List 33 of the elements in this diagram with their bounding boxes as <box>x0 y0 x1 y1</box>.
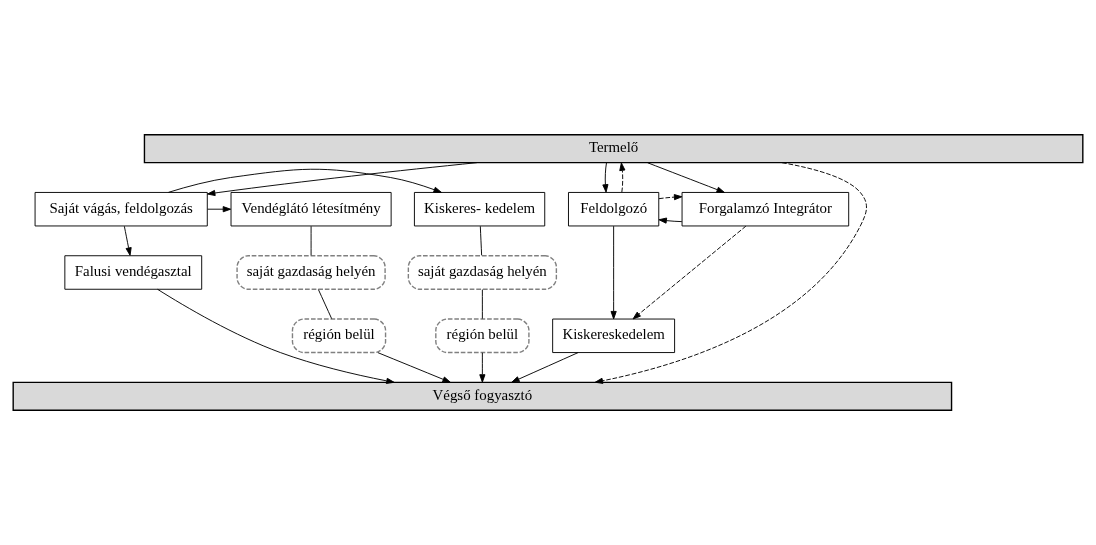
node-box: Kiskereskedelem <box>552 318 676 354</box>
arrow <box>594 162 867 384</box>
node-box: Feldolgozó <box>568 191 660 227</box>
node-box: régión belül <box>291 318 387 354</box>
connector <box>317 289 333 320</box>
arrow <box>619 162 626 193</box>
node-box: régión belül <box>435 318 530 354</box>
arrow <box>647 162 725 193</box>
node-box: Falusi vendégasztal <box>64 255 203 290</box>
node-box: Végső fogyasztó <box>12 381 953 411</box>
connector <box>310 225 312 256</box>
node-box: saját gazdaság helyén <box>236 255 386 290</box>
connector <box>481 289 483 320</box>
arrow <box>632 225 747 320</box>
connector <box>479 225 483 256</box>
node-box: Saját vágás, feldolgozás <box>34 191 208 227</box>
arrow <box>157 288 395 384</box>
arrow <box>207 162 478 197</box>
arrow <box>479 352 486 383</box>
node-box: Termelő <box>143 134 1084 164</box>
node-box: Forgalamzó Integrátor <box>681 191 850 227</box>
node-box: Kiskeres- kedelem <box>413 191 546 227</box>
arrow <box>511 352 579 383</box>
node-box: Vendéglátó létesítmény <box>230 191 392 227</box>
arrow <box>610 225 617 320</box>
arrow <box>377 352 451 383</box>
node-box: saját gazdaság helyén <box>407 255 558 290</box>
arrow <box>658 217 683 224</box>
arrow <box>168 168 442 193</box>
arrow <box>602 162 609 193</box>
arrow <box>123 225 132 256</box>
arrow <box>207 206 232 213</box>
arrow <box>658 194 683 201</box>
